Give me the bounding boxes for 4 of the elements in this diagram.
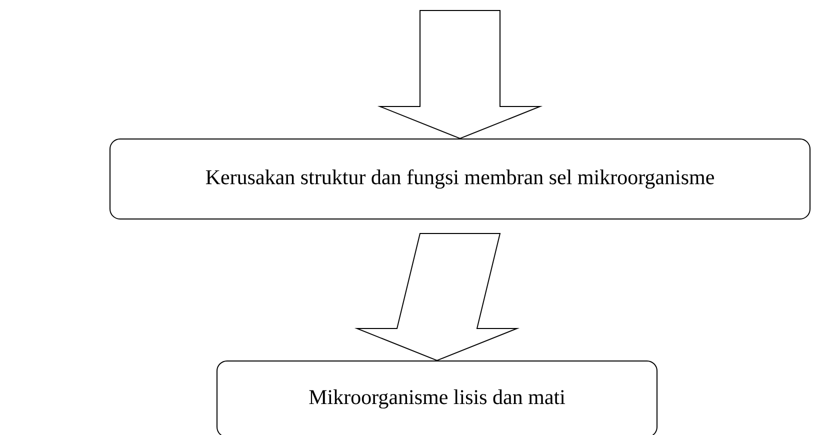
block-arrow [354, 233, 520, 362]
process-box: Mikroorganisme lisis dan mati [216, 360, 658, 435]
process-box: Kerusakan struktur dan fungsi membran sel mikroorganisme [110, 138, 810, 220]
block-arrow [377, 10, 543, 140]
